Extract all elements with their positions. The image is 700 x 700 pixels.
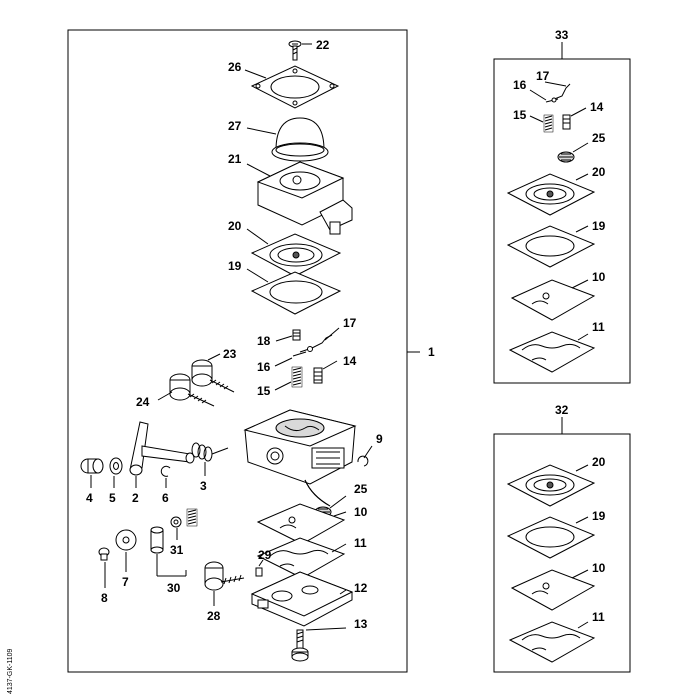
- kit32-gasket-19: [506, 516, 596, 559]
- cap-4: [80, 458, 104, 488]
- clip-9: [357, 445, 373, 467]
- label-7: 7: [122, 575, 129, 589]
- kit33-label-10: 10: [592, 270, 606, 284]
- washer-7: [115, 529, 137, 572]
- label-24: 24: [136, 395, 150, 409]
- pump-gasket-11: [256, 537, 347, 579]
- label-21: 21: [228, 152, 242, 166]
- label-4: 4: [86, 491, 93, 505]
- kit33-metering-diaphragm-20: [506, 173, 596, 216]
- spring-31: [170, 508, 198, 540]
- sleeve-30: [150, 526, 187, 577]
- spindle-16: [274, 351, 307, 367]
- kit33-gasket-19: [506, 225, 596, 268]
- cover-plate-26: [244, 65, 340, 109]
- label-8: 8: [101, 591, 108, 605]
- kit33-label-16: 16: [513, 78, 527, 92]
- kit32-pump-gasket-11: [508, 621, 596, 663]
- gasket-19: [246, 268, 342, 315]
- label-2: 2: [132, 491, 139, 505]
- screw-28: [204, 561, 245, 606]
- kit33-spring-15: [529, 114, 554, 133]
- throttle-shaft-2: [129, 421, 195, 488]
- adjusting-screw-24: [157, 373, 215, 407]
- kit33-label-25: 25: [592, 131, 606, 145]
- label-22: 22: [316, 38, 330, 52]
- kit33-pump-diaphragm-10: [510, 279, 596, 321]
- label-25: 25: [354, 482, 368, 496]
- label-10: 10: [354, 505, 368, 519]
- pin-18: [275, 329, 301, 342]
- label-27: 27: [228, 119, 242, 133]
- label-19: 19: [228, 259, 242, 273]
- inlet-lever-17: [299, 327, 340, 353]
- kit33-label-17: 17: [536, 69, 550, 83]
- label-9: 9: [376, 432, 383, 446]
- kit33-pump-gasket-11: [508, 331, 596, 373]
- primer-bulb-27: [246, 117, 329, 162]
- screw-8: [98, 547, 110, 588]
- kit33-label-14: 14: [590, 100, 604, 114]
- label-14: 14: [343, 354, 357, 368]
- valve-29: [255, 559, 264, 577]
- pump-cover-12: [250, 571, 354, 627]
- drawing-code: 4137-GK-1109: [7, 648, 14, 694]
- label-5: 5: [109, 491, 116, 505]
- label-18: 18: [257, 334, 271, 348]
- primer-housing-21: [246, 161, 353, 235]
- adjusting-screw-23: [191, 353, 235, 393]
- label-26: 26: [228, 60, 242, 74]
- torsion-spring-3: [191, 442, 229, 476]
- metering-diaphragm-20: [246, 228, 342, 277]
- label-16: 16: [257, 360, 271, 374]
- label-29: 29: [258, 548, 272, 562]
- kit32-pump-diaphragm-10: [510, 569, 596, 611]
- label-12: 12: [354, 581, 368, 595]
- kit32-label-20: 20: [592, 455, 606, 469]
- kit33-fuel-screen-25: [557, 142, 589, 163]
- washer-5: [109, 457, 123, 488]
- screw-13: [291, 627, 347, 662]
- carburetor-body: [243, 409, 357, 507]
- spring-15: [274, 366, 303, 391]
- main-assembly-frame: [67, 29, 408, 673]
- kit32-label-11: 11: [592, 610, 605, 624]
- label-3: 3: [200, 479, 207, 493]
- label-23: 23: [223, 347, 237, 361]
- label-6: 6: [162, 491, 169, 505]
- label-28: 28: [207, 609, 221, 623]
- kit33-label-19: 19: [592, 219, 606, 233]
- kit32-label-19: 19: [592, 509, 606, 523]
- label-13: 13: [354, 617, 368, 631]
- label-11: 11: [354, 536, 367, 550]
- label-main-assembly: 1: [428, 345, 435, 359]
- label-30: 30: [167, 581, 181, 595]
- kit32-metering-diaphragm-20: [506, 464, 596, 507]
- e-clip-6: [160, 465, 171, 488]
- inlet-needle-14: [313, 360, 338, 384]
- screw-22: [288, 40, 312, 61]
- kit33-label-20: 20: [592, 165, 606, 179]
- kit33-label-15: 15: [513, 108, 527, 122]
- kit33-spindle-16: [529, 89, 559, 103]
- label-20: 20: [228, 219, 242, 233]
- kit32-label-10: 10: [592, 561, 606, 575]
- label-15: 15: [257, 384, 271, 398]
- kit33-inlet-lever-17: [544, 81, 571, 101]
- label-31: 31: [170, 543, 184, 557]
- label-kit-33: 33: [555, 28, 569, 42]
- kit33-label-11: 11: [592, 320, 605, 334]
- pump-diaphragm-10: [256, 503, 347, 545]
- kit33-inlet-needle-14: [562, 107, 587, 130]
- label-17: 17: [343, 316, 357, 330]
- label-kit-32: 32: [555, 403, 569, 417]
